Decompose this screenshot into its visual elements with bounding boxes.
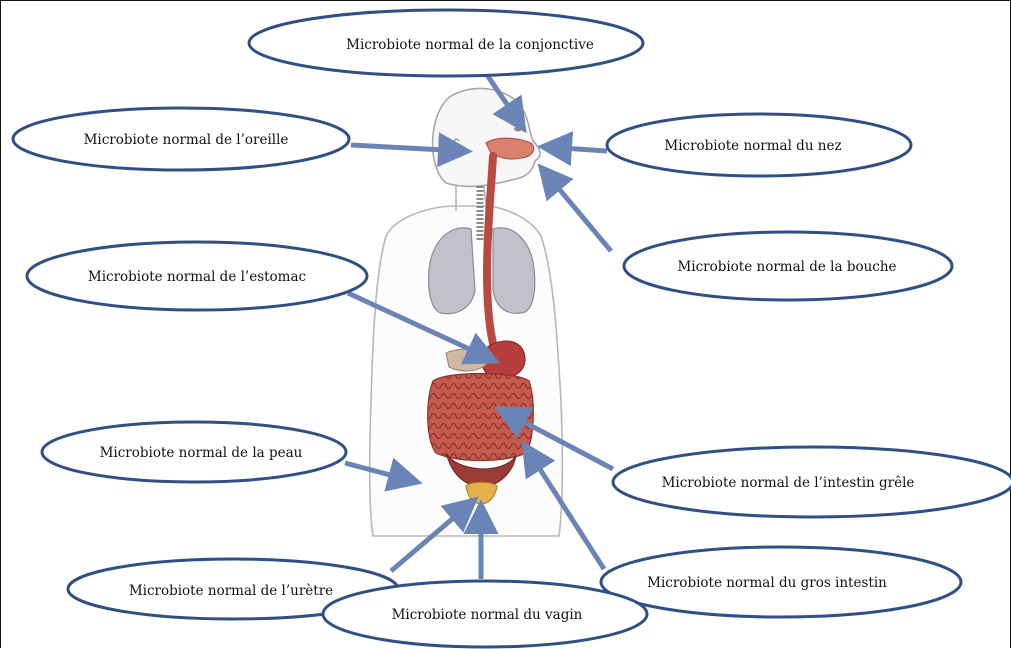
head-outline [433, 88, 540, 186]
label-vagin: Microbiote normal du vagin [392, 607, 583, 623]
label-estomac: Microbiote normal de l’estomac [88, 269, 306, 285]
eye [514, 127, 522, 132]
label-gros-intestin: Microbiote normal du gros intestin [647, 575, 887, 591]
label-intestin-grele: Microbiote normal de l’intestin grêle [662, 475, 915, 491]
arrow-bouche [544, 171, 611, 251]
human-body-illustration [370, 88, 563, 536]
label-nez: Microbiote normal du nez [664, 138, 841, 154]
label-peau: Microbiote normal de la peau [100, 445, 303, 461]
label-uretre: Microbiote normal de l’urètre [129, 583, 333, 599]
label-conjonctive: Microbiote normal de la conjonctive [346, 37, 594, 53]
arrow-nez [547, 147, 607, 151]
label-oreille: Microbiote normal de l’oreille [84, 132, 289, 148]
label-bouche: Microbiote normal de la bouche [677, 259, 896, 275]
